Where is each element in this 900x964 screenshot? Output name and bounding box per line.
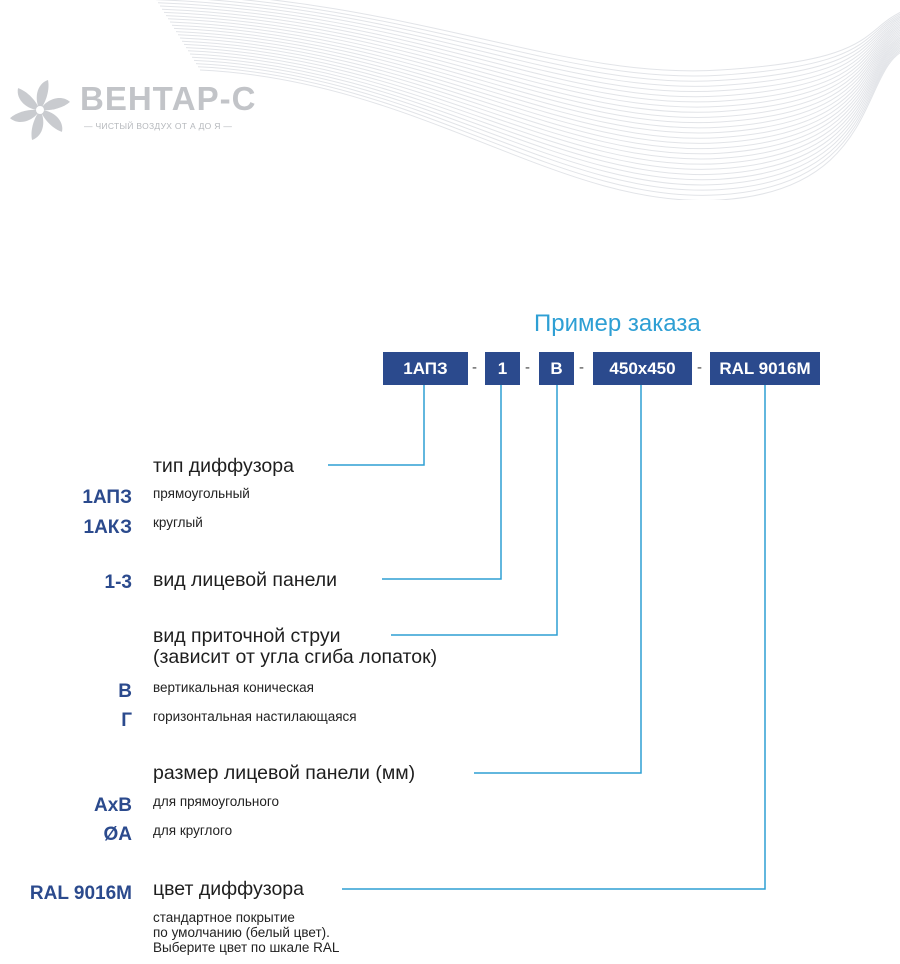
type-code-rect: 1АПЗ xyxy=(82,487,132,508)
background-wave-lines xyxy=(155,0,900,200)
background-wave-line xyxy=(206,0,900,82)
jet-code-vertical: В xyxy=(118,681,132,702)
fan-logo-icon xyxy=(10,80,70,140)
background-wave-line xyxy=(159,5,900,98)
size-label-round: для круглого xyxy=(153,823,233,838)
brand-slogan: — ЧИСТЫЙ ВОЗДУХ ОТ А ДО Я — xyxy=(84,121,233,131)
connector-type xyxy=(328,385,425,466)
background-wave-line xyxy=(181,37,900,155)
background-wave-line xyxy=(163,11,900,108)
background-wave-line xyxy=(241,0,900,77)
background-wave-line xyxy=(175,31,900,139)
type-heading: тип диффузора xyxy=(153,455,294,477)
background-wave-line xyxy=(185,41,900,165)
background-wave-line xyxy=(187,42,900,170)
background-wave-line xyxy=(173,27,900,134)
order-separator: - xyxy=(472,359,477,376)
background-wave-line xyxy=(157,2,900,93)
color-note-line3: Выберите цвет по шкале RAL xyxy=(153,940,340,955)
connector-size xyxy=(474,385,642,774)
size-code-rect: АхВ xyxy=(93,795,132,816)
connector-panel xyxy=(382,385,502,580)
background-wave-line xyxy=(191,45,900,181)
connector-jet xyxy=(391,385,558,636)
jet-code-horizontal: Г xyxy=(121,710,132,731)
order-code-color: RAL 9016M xyxy=(710,352,820,385)
jet-heading-line2: (зависит от угла сгиба лопаток) xyxy=(153,646,438,668)
size-code-round: ØА xyxy=(103,824,133,845)
background-wave-line xyxy=(199,52,900,200)
background-wave-line xyxy=(177,34,900,144)
panel-heading: вид лицевой панели xyxy=(153,569,338,591)
background-wave-line xyxy=(161,8,900,103)
jet-label-vertical: вертикальная коническая xyxy=(153,680,314,695)
jet-label-horizontal: горизонтальная настилающаяся xyxy=(153,709,357,724)
panel-code: 1-3 xyxy=(104,572,132,593)
type-label-round: круглый xyxy=(153,515,203,530)
color-heading: цвет диффузора xyxy=(153,878,305,900)
background-wave-line xyxy=(155,0,900,87)
background-wave-line xyxy=(169,21,900,124)
size-label-rect: для прямоугольного xyxy=(153,794,280,809)
order-code-jet: В xyxy=(539,352,574,385)
order-separator: - xyxy=(525,359,530,376)
order-separator: - xyxy=(697,359,702,376)
background-wave-line xyxy=(183,39,900,160)
type-code-round: 1АКЗ xyxy=(83,517,133,538)
background-wave-line xyxy=(270,0,900,72)
background-wave-line xyxy=(189,44,900,176)
brand-name: ВЕНТАР-С xyxy=(80,80,257,117)
order-separator: - xyxy=(579,359,584,376)
order-code-type: 1АПЗ xyxy=(383,352,468,385)
type-label-rect: прямоугольный xyxy=(153,486,250,501)
connector-color xyxy=(342,385,766,890)
background-wave-line xyxy=(195,49,900,191)
order-code-panel: 1 xyxy=(485,352,520,385)
jet-heading-line1: вид приточной струи xyxy=(153,625,341,647)
background-wave-line xyxy=(197,50,900,196)
background-wave-line xyxy=(165,15,900,113)
background-wave-line xyxy=(179,36,900,150)
color-code: RAL 9016M xyxy=(29,883,132,904)
color-note-line2: по умолчанию (белый цвет). xyxy=(153,925,330,940)
order-example-title: Пример заказа xyxy=(534,310,701,337)
background-wave-line xyxy=(171,24,900,129)
color-note-line1: стандартное покрытие xyxy=(153,910,295,925)
size-heading: размер лицевой панели (мм) xyxy=(153,762,416,784)
order-code-size: 450x450 xyxy=(593,352,692,385)
background-wave-line xyxy=(193,47,900,186)
background-wave-line xyxy=(167,18,900,118)
